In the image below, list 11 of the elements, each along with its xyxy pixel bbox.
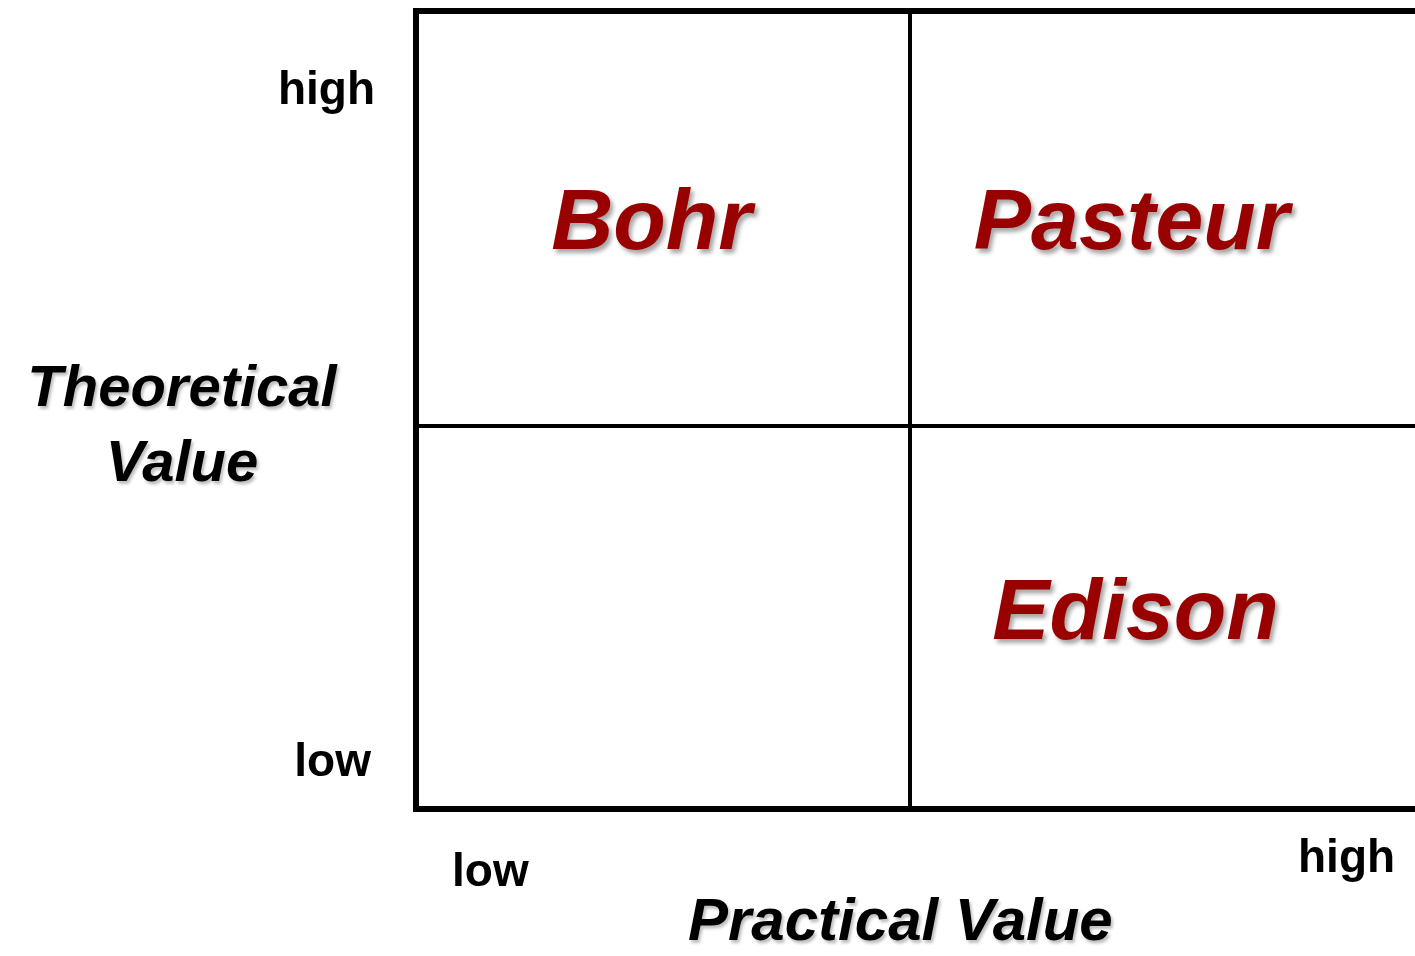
axis-title: Theoretical Value — [26, 352, 339, 496]
axis-tick-label: high — [1298, 829, 1396, 884]
quadrant-label: Edison — [992, 566, 1279, 652]
axis-tick-label: low — [294, 733, 371, 788]
axis-tick-label: high — [277, 61, 375, 116]
quadrant-box — [413, 8, 910, 426]
quadrant-box — [910, 8, 1415, 426]
quadrant-box — [413, 426, 910, 812]
quadrant-box — [910, 426, 1415, 812]
axis-title: Practical Value — [688, 890, 1113, 950]
axis-tick-label: low — [452, 843, 529, 898]
